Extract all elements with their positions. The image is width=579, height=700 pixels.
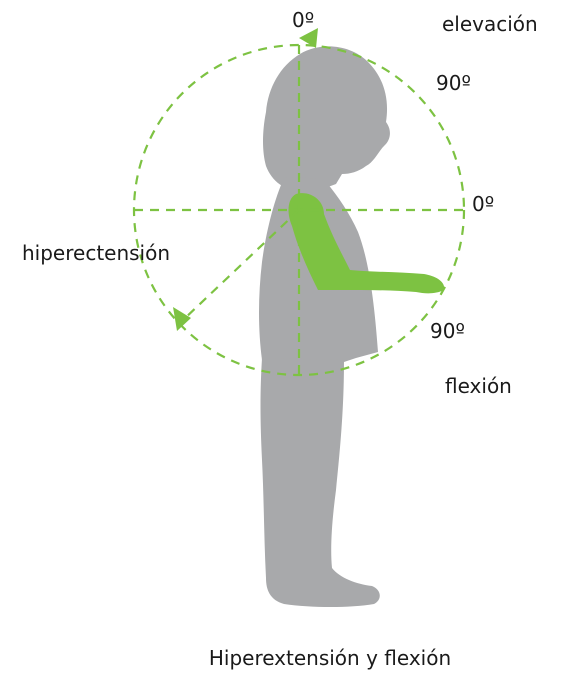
head-silhouette (263, 46, 390, 192)
figure-caption: Hiperextensión y flexión (180, 644, 480, 672)
label-ninety-lower: 90º (430, 321, 465, 341)
label-ninety-upper: 90º (436, 73, 471, 93)
label-hyperextension: hiperectensión (22, 243, 170, 263)
label-elevation: elevación (442, 14, 538, 34)
label-zero-top: 0º (292, 10, 314, 30)
label-flexion: flexión (445, 376, 512, 396)
motion-guides (134, 45, 464, 375)
child-silhouette (259, 46, 390, 607)
label-zero-right: 0º (472, 194, 494, 214)
legs-silhouette (261, 358, 380, 607)
